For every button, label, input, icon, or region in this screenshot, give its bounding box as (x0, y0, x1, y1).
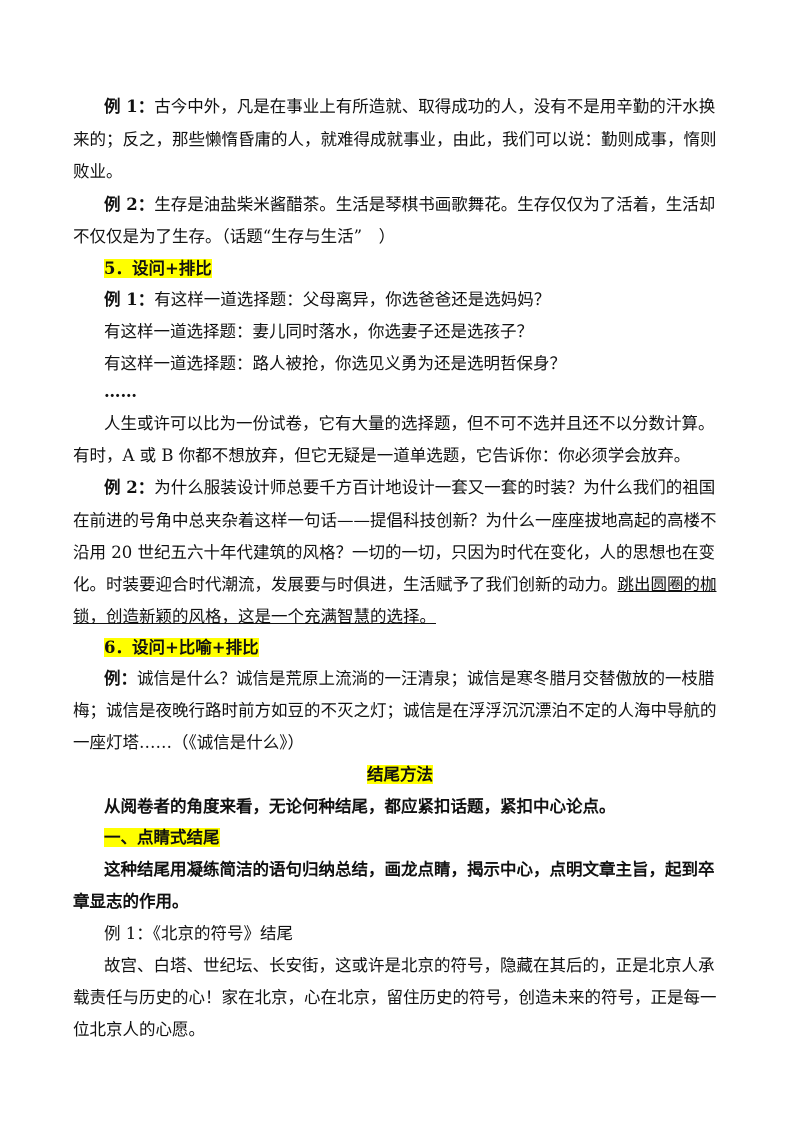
paragraph-line: 败业。 (73, 160, 733, 184)
paragraph-text: 有这样一道选择题：路人被抢，你选见义勇为还是选明哲保身？ (104, 354, 566, 373)
paragraph-line: 沿用 20 世纪五六十年代建筑的风格？一切的一切，只因为时代在变化，人的思想也在… (73, 541, 733, 565)
paragraph-text: 古今中外，凡是在事业上有所造就、取得成功的人，没有不是用辛勤的汗水换 (154, 97, 716, 116)
paragraph-text: 有这样一道选择题：父母离异，你选爸爸还是选妈妈？ (154, 290, 551, 309)
paragraph-line: 例 1：《北京的符号》结尾 (104, 922, 734, 946)
ellipsis-text: …… (104, 382, 137, 401)
paragraph-text: 化。时装要迎合时代潮流，发展要与时俱进，生活赋予了我们创新的动力。 (73, 575, 618, 594)
section-heading-line: 一、点睛式结尾 (104, 826, 734, 850)
section-heading: 5．设问+排比 (104, 259, 212, 278)
example-line: 例 2：生存是油盐柴米酱醋茶。生活是琴棋书画歌舞花。生存仅仅为了活着，生活却 (104, 193, 734, 217)
section-heading: 6．设问+比喻+排比 (104, 638, 259, 657)
paragraph-line: 梅；诚信是夜晚行路时前方如豆的不灭之灯；诚信是在浮浮沉沉漂泊不定的人海中导航的 (73, 699, 733, 723)
section-heading: 一、点睛式结尾 (104, 828, 220, 847)
paragraph-text: 位北京人的心愿。 (73, 1020, 205, 1039)
bold-line: 从阅卷者的角度来看，无论何种结尾，都应紧扣话题，紧扣中心论点。 (104, 795, 734, 819)
paragraph-line: 来的；反之，那些懒惰昏庸的人，就难得成就事业，由此，我们可以说：勤则成事，惰则 (73, 128, 733, 152)
bold-line: 章显志的作用。 (73, 890, 733, 914)
paragraph-text: 在前进的号角中总夹杂着这样一句话——提倡科技创新？为什么一座座拔地高起的高楼不 (73, 511, 717, 530)
paragraph-line: 化。时装要迎合时代潮流，发展要与时俱进，生活赋予了我们创新的动力。跳出圆圈的枷 (73, 573, 733, 597)
paragraph-line: 故宫、白塔、世纪坛、长安街，这或许是北京的符号，隐藏在其后的，正是北京人承 (104, 954, 734, 978)
paragraph-line: 在前进的号角中总夹杂着这样一句话——提倡科技创新？为什么一座座拔地高起的高楼不 (73, 509, 733, 533)
paragraph-line: 不仅仅是为了生存。（话题“生存与生活” ） (73, 225, 733, 249)
paragraph-text: 故宫、白塔、世纪坛、长安街，这或许是北京的符号，隐藏在其后的，正是北京人承 (104, 956, 715, 975)
bold-text: 从阅卷者的角度来看，无论何种结尾，都应紧扣话题，紧扣中心论点。 (104, 797, 616, 816)
paragraph-text: 来的；反之，那些懒惰昏庸的人，就难得成就事业，由此，我们可以说：勤则成事，惰则 (73, 130, 717, 149)
example-label: 例 1： (104, 290, 155, 309)
section-heading-line: 6．设问+比喻+排比 (104, 636, 734, 660)
underlined-text: 跳出圆圈的枷 (617, 575, 717, 594)
paragraph-text: 有时，A 或 B 你都不想放弃，但它无疑是一道单选题，它告诉你：你必须学会放弃。 (73, 446, 691, 465)
paragraph-text: 为什么服装设计师总要千方百计地设计一套又一套的时装？为什么我们的祖国 (154, 478, 716, 497)
example-line: 例 1：古今中外，凡是在事业上有所造就、取得成功的人，没有不是用辛勤的汗水换 (104, 95, 734, 119)
section-title: 结尾方法 (367, 765, 433, 784)
paragraph-text: 梅；诚信是夜晚行路时前方如豆的不灭之灯；诚信是在浮浮沉沉漂泊不定的人海中导航的 (73, 701, 717, 720)
paragraph-line: 有这样一道选择题：妻儿同时落水，你选妻子还是选孩子？ (104, 320, 734, 344)
paragraph-text: 败业。 (73, 162, 123, 181)
paragraph-text: 人生或许可以比为一份试卷，它有大量的选择题，但不可不选并且还不以分数计算。 (104, 414, 715, 433)
paragraph-line: 载责任与历史的心！家在北京，心在北京，留住历史的符号，创造未来的符号，正是每一 (73, 986, 733, 1010)
paragraph-text: 诚信是什么？诚信是荒原上流淌的一汪清泉；诚信是寒冬腊月交替傲放的一枝腊 (137, 669, 715, 688)
example-label: 例 1： (104, 97, 155, 116)
bold-text: 这种结尾用凝练简洁的语句归纳总结，画龙点睛，揭示中心，点明文章主旨，起到卒 (104, 860, 715, 879)
example-line: 例 2：为什么服装设计师总要千方百计地设计一套又一套的时装？为什么我们的祖国 (104, 476, 734, 500)
paragraph-line: 有时，A 或 B 你都不想放弃，但它无疑是一道单选题，它告诉你：你必须学会放弃。 (73, 444, 733, 468)
ellipsis-line: …… (104, 380, 734, 404)
example-line: 例：诚信是什么？诚信是荒原上流淌的一汪清泉；诚信是寒冬腊月交替傲放的一枝腊 (104, 667, 734, 691)
paragraph-text: 一座灯塔……（《诚信是什么》） (73, 733, 304, 752)
example-line: 例 1：有这样一道选择题：父母离异，你选爸爸还是选妈妈？ (104, 288, 734, 312)
example-label: 例： (104, 669, 137, 688)
paragraph-text: 生存是油盐柴米酱醋茶。生活是琴棋书画歌舞花。生存仅仅为了活着，生活却 (154, 195, 716, 214)
section-heading-line: 5．设问+排比 (104, 257, 734, 281)
paragraph-line: 人生或许可以比为一份试卷，它有大量的选择题，但不可不选并且还不以分数计算。 (104, 412, 734, 436)
paragraph-text: 载责任与历史的心！家在北京，心在北京，留住历史的符号，创造未来的符号，正是每一 (73, 988, 717, 1007)
paragraph-line: 锁，创造新颖的风格，这是一个充满智慧的选择。 (73, 605, 733, 629)
bold-line: 这种结尾用凝练简洁的语句归纳总结，画龙点睛，揭示中心，点明文章主旨，起到卒 (104, 858, 734, 882)
paragraph-line: 一座灯塔……（《诚信是什么》） (73, 731, 733, 755)
example-label: 例 2： (104, 478, 155, 497)
paragraph-line: 位北京人的心愿。 (73, 1018, 733, 1042)
section-title-line: 结尾方法 (0, 763, 800, 787)
underlined-text: 锁，创造新颖的风格，这是一个充满智慧的选择。 (73, 607, 436, 626)
paragraph-text: 沿用 20 世纪五六十年代建筑的风格？一切的一切，只因为时代在变化，人的思想也在… (73, 543, 715, 562)
example-label: 例 2： (104, 195, 155, 214)
paragraph-text: 例 1：《北京的符号》结尾 (104, 924, 293, 943)
paragraph-line: 有这样一道选择题：路人被抢，你选见义勇为还是选明哲保身？ (104, 352, 734, 376)
bold-text: 章显志的作用。 (73, 892, 189, 911)
paragraph-text: 不仅仅是为了生存。（话题“生存与生活” ） (73, 227, 396, 246)
paragraph-text: 有这样一道选择题：妻儿同时落水，你选妻子还是选孩子？ (104, 322, 533, 341)
